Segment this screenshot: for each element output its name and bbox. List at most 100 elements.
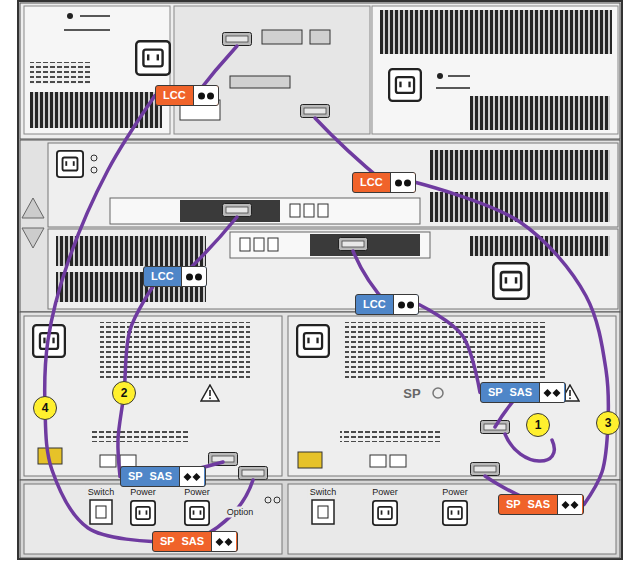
dae-enclosure [20,3,620,139]
power-section [20,480,620,558]
keying-diamond [544,389,552,397]
tag-text: SP SAS [499,495,557,514]
keying-dots [197,91,215,101]
tag-text: LCC [144,267,181,286]
cable-tag: LCC [155,85,219,106]
vent [430,192,610,222]
cable-stubs [160,46,554,542]
panel-label: Power [440,487,470,498]
power-switch [312,500,334,524]
lcc-faceplate [110,198,420,224]
power-socket [185,501,209,525]
status-led [274,497,280,503]
cable-tag: SP SAS [152,531,238,552]
callout-number: 3 [605,416,612,430]
keying-diamond [225,538,233,546]
sas-plug [223,33,252,46]
vent [380,10,612,54]
cable-tag: SP SAS [480,382,566,403]
connector-keying [181,267,206,286]
status-symbol [64,29,110,31]
power-socket [33,325,65,357]
status-symbol [436,87,470,89]
keying-dot [198,92,205,99]
port [318,204,328,217]
power-socket [389,69,421,101]
handle-arrow [22,228,44,248]
callout-circle: 2 [112,381,136,405]
status-led [67,13,73,19]
keying-diamond [216,538,224,546]
keying-diamond [553,389,561,397]
lcc-module [174,6,370,134]
serial-connector [38,448,62,464]
power-supply-module [372,6,618,134]
keying-dot [398,301,405,308]
panel-label: Option [225,507,256,518]
status-symbol [80,15,110,17]
sas-cable [416,183,608,505]
sas-plug [301,105,330,118]
part-label: SP [401,386,422,401]
callout-circle: 4 [33,396,57,420]
port-block [310,234,420,256]
keying-dots [561,500,579,510]
callout-number: 1 [535,418,542,432]
keying-dots [394,178,412,188]
lcc-faceplate [230,232,430,258]
tag-text: LCC [353,173,390,192]
lcc-module [48,143,618,227]
cable-tag: LCC [143,266,207,287]
cable-tag: SP SAS [120,466,206,487]
status-led [91,167,97,173]
vent [430,150,610,180]
sas-plug [481,421,510,434]
storage-processor [24,316,282,476]
keying-dot [207,92,214,99]
keying-dots [183,472,201,482]
panel-label: Power [182,487,212,498]
ethernet-port [390,455,406,467]
port [310,30,330,44]
grill [30,62,90,84]
port-block [180,200,280,222]
vent [470,236,610,256]
keying-dot [407,301,414,308]
sas-plug [223,204,252,217]
panel-label: Power [128,487,158,498]
serial-connector [298,452,322,468]
keying-dot [195,273,202,280]
sas-plug [471,463,500,476]
power-socket [443,501,467,525]
dae-enclosure [20,140,620,312]
keying-dot [404,179,411,186]
port [240,238,250,251]
port [262,30,302,44]
power-socket [297,325,329,357]
tag-text: LCC [156,86,193,105]
power-socket [131,501,155,525]
grill [90,430,190,442]
status-led [91,155,97,161]
callout-circle: 3 [596,411,620,435]
vent [470,96,610,130]
grill [100,322,250,380]
panel-label: Power [370,487,400,498]
tag-text: SP SAS [481,383,539,402]
keying-diamond [193,473,201,481]
handle-arrow [22,198,44,218]
switch-rocker [318,506,328,518]
connector-keying [557,495,582,514]
power-supply-module [24,6,170,134]
status-symbol [448,75,470,77]
sas-plug [239,467,268,480]
port [304,204,314,217]
rack-frame [18,1,622,559]
lcc-module [48,229,618,309]
warning-label [201,385,219,401]
